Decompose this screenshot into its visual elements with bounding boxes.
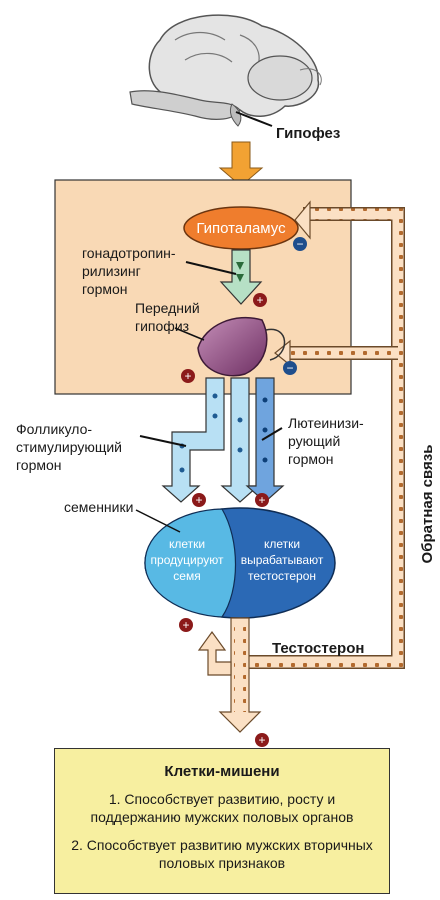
feedback-loop — [231, 200, 405, 669]
testosterone-arrow — [197, 617, 262, 733]
testo-cells-label-1: клетки — [264, 537, 300, 551]
svg-text:+: + — [195, 493, 202, 507]
testo-cells-label-2: вырабатывают — [241, 553, 324, 567]
testo-cells-label-3: тестостерон — [248, 569, 316, 583]
anterior-pituitary-label-1: Передний — [135, 300, 200, 316]
svg-text:+: + — [256, 293, 263, 307]
gnrh-label-2: рилизинг — [82, 263, 141, 279]
fsh-label-1: Фолликуло- — [16, 421, 92, 437]
svg-text:+: + — [182, 618, 189, 632]
plus-sign: + — [179, 618, 193, 632]
testes — [144, 507, 336, 619]
fsh-arrow — [161, 377, 225, 503]
plus-sign: + — [181, 369, 195, 383]
gnrh-label-3: гормон — [82, 281, 128, 297]
brain-illustration — [129, 14, 322, 127]
target-item-1: 1. Способствует развитию, росту и поддер… — [90, 791, 354, 825]
hypothalamus — [183, 206, 299, 250]
anterior-pituitary-label-2: гипофиз — [135, 318, 189, 334]
testosterone-label: Тестостерон — [272, 640, 364, 657]
testes-label: семенники — [64, 499, 133, 515]
sperm-cells-label-1: клетки — [169, 537, 205, 551]
svg-text:+: + — [184, 369, 191, 383]
target-item-2: 2. Способствует развитию мужских вторичн… — [71, 837, 373, 871]
lh-label-2: рующий — [288, 433, 340, 449]
sperm-cells-label-2: продуцируют — [151, 553, 224, 567]
anterior-pituitary — [197, 316, 268, 377]
sperm-cells-label-3: семя — [173, 569, 200, 583]
lh-arrow — [245, 377, 285, 503]
gnrh-label-1: гонадотропин- — [82, 245, 176, 261]
fsh-label-3: гормон — [16, 457, 62, 473]
feedback-label: Обратная связь — [419, 445, 436, 564]
minus-sign: − — [293, 237, 307, 251]
brain-to-hypothalamus-arrow — [218, 141, 264, 187]
lh-label-1: Лютеинизи- — [288, 415, 364, 431]
plus-sign: + — [255, 733, 269, 747]
svg-text:+: + — [258, 493, 265, 507]
svg-text:+: + — [258, 733, 265, 747]
hypothalamus-label: Гипоталамус — [196, 220, 286, 237]
svg-text:−: − — [286, 361, 293, 375]
plus-sign: + — [255, 493, 269, 507]
target-cells-box: Клетки-мишени 1. Способствует развитию, … — [54, 748, 390, 894]
pituitary-top-label: Гипофез — [276, 125, 340, 142]
svg-text:−: − — [296, 237, 303, 251]
plus-sign: + — [192, 493, 206, 507]
fsh-label-2: стимулирующий — [16, 439, 122, 455]
target-cells-title: Клетки-мишени — [164, 763, 280, 780]
minus-sign: − — [283, 361, 297, 375]
lh-label-3: гормон — [288, 451, 334, 467]
plus-sign: + — [253, 293, 267, 307]
